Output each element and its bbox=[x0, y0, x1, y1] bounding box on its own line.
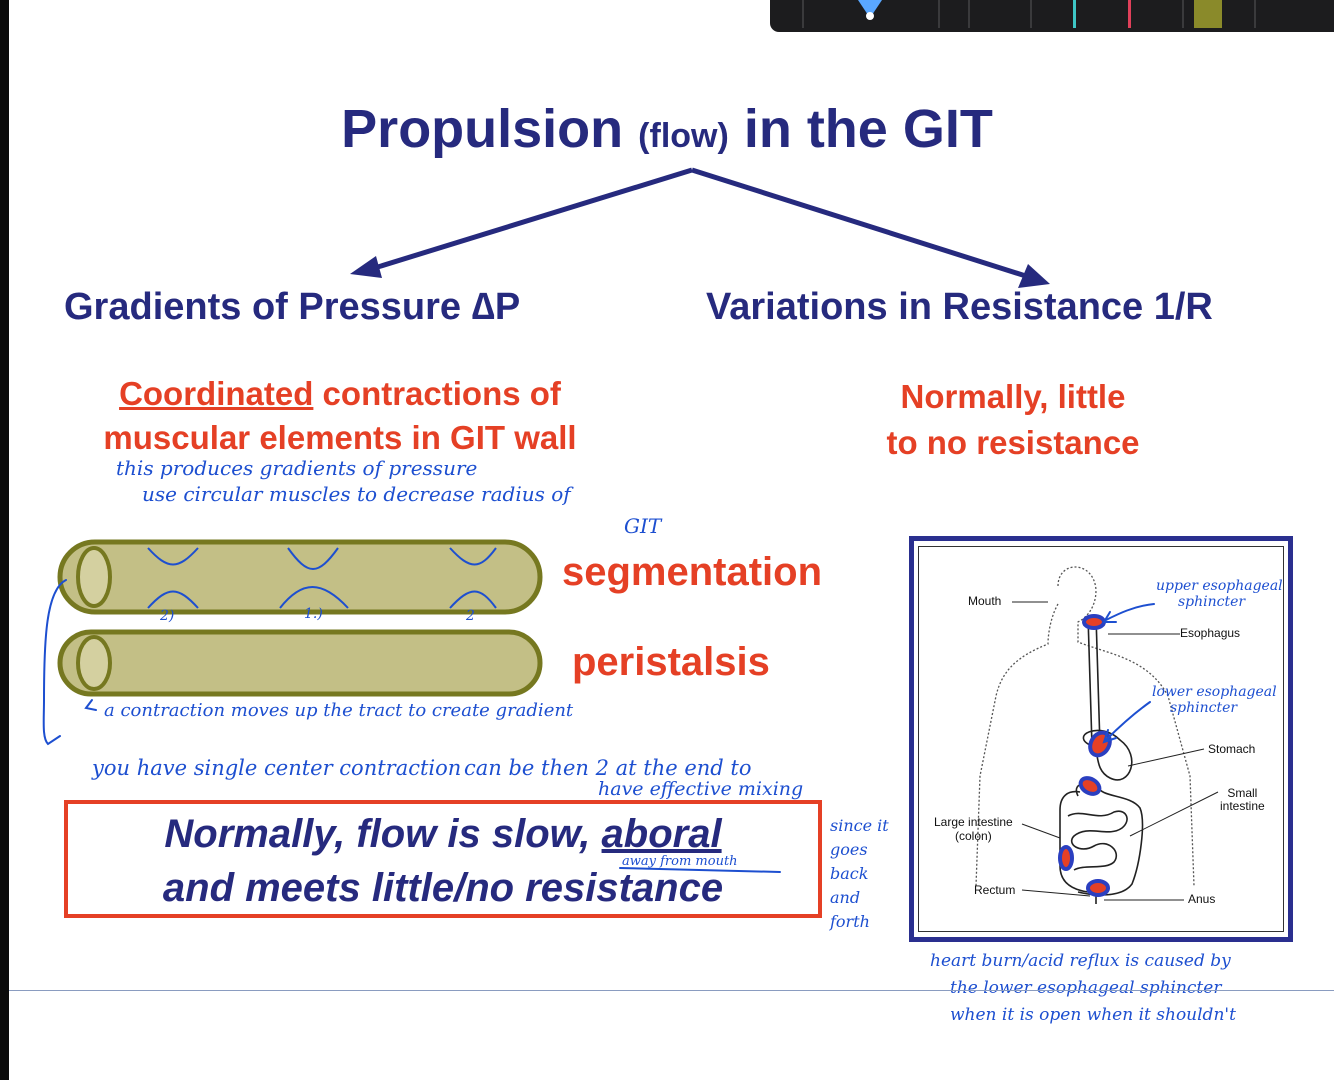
left-heading: Gradients of Pressure ∆P bbox=[64, 286, 521, 328]
segmentation-tube bbox=[57, 539, 543, 615]
ink-upper-arrowhead bbox=[1102, 611, 1117, 623]
peristalsis-label: peristalsis bbox=[572, 640, 770, 684]
label-small-intestine-1: Small bbox=[1227, 786, 1258, 800]
note-side-3: back bbox=[830, 864, 869, 883]
label-rectum: Rectum bbox=[974, 883, 1016, 897]
segmentation-label: segmentation bbox=[562, 550, 823, 594]
arrowhead-left bbox=[350, 256, 382, 278]
note-marker-b: 1.) bbox=[304, 606, 323, 622]
label-large-intestine-2: (colon) bbox=[955, 829, 992, 843]
ink-lower-arrow bbox=[1105, 701, 1151, 741]
summary-box bbox=[64, 800, 822, 918]
left-desc-underlined: Coordinated bbox=[119, 375, 314, 412]
note-circular-muscles: use circular muscles to decrease radius … bbox=[142, 482, 571, 506]
pen-nib-icon bbox=[866, 12, 874, 20]
ink-aboral-underline bbox=[619, 867, 781, 873]
note-side: since it goes back and forth bbox=[830, 814, 889, 934]
label-leader-lines bbox=[1012, 601, 1219, 901]
right-desc-line-2: to no resistance bbox=[886, 424, 1140, 461]
sphincter-markers bbox=[1058, 614, 1112, 897]
peristalsis-tube bbox=[57, 629, 543, 697]
note-upper-1: upper esophageal bbox=[1156, 578, 1283, 594]
right-description: Normally, little to no resistance bbox=[840, 374, 1186, 466]
note-git: GIT bbox=[624, 514, 662, 538]
left-desc-rest-1: contractions of bbox=[313, 375, 561, 412]
note-bottom-2: the lower esophageal sphincter bbox=[950, 978, 1222, 998]
note-bottom-3: when it is open when it shouldn't bbox=[950, 1005, 1236, 1025]
note-side-5: forth bbox=[830, 912, 870, 931]
label-mouth: Mouth bbox=[968, 594, 1002, 608]
note-lower-1: lower esophageal bbox=[1152, 684, 1277, 700]
note-segmentation-3: have effective mixing bbox=[598, 778, 804, 800]
color-swatch-olive[interactable] bbox=[1194, 0, 1222, 28]
left-edge-bar bbox=[0, 0, 9, 1080]
label-esophagus: Esophagus bbox=[1180, 626, 1241, 640]
toolbar-slot bbox=[1030, 0, 1032, 28]
note-aboral: away from mouth bbox=[622, 854, 738, 869]
toolbar-slot bbox=[1254, 0, 1256, 28]
slide-title: Propulsion (flow) in the GIT bbox=[0, 94, 1334, 171]
ink-lower-arrowhead bbox=[1102, 729, 1117, 744]
title-main: Propulsion bbox=[341, 99, 624, 159]
gut-tubes-diagram bbox=[57, 539, 543, 697]
ink-upper-arrow bbox=[1105, 603, 1155, 621]
digestive-figure-inner bbox=[918, 546, 1284, 932]
color-swatch-red[interactable] bbox=[1128, 0, 1131, 28]
note-segmentation-1: you have single center contraction bbox=[92, 756, 462, 780]
note-side-4: and bbox=[830, 888, 861, 907]
left-desc-line-2: muscular elements in GIT wall bbox=[103, 419, 577, 456]
toolbar-slot bbox=[802, 0, 804, 28]
note-upper-2: sphincter bbox=[1178, 594, 1246, 610]
left-description: Coordinated contractions of muscular ele… bbox=[0, 372, 680, 460]
summary-aboral: aboral bbox=[601, 812, 722, 856]
label-small-intestine-2: intestine bbox=[1220, 799, 1265, 813]
pen-tool-icon[interactable] bbox=[858, 0, 882, 18]
title-rest: in the GIT bbox=[743, 99, 993, 159]
note-bottom-1: heart burn/acid reflux is caused by bbox=[930, 951, 1231, 971]
label-stomach: Stomach bbox=[1208, 742, 1256, 756]
note-side-2: goes bbox=[830, 840, 868, 859]
label-large-intestine: Large intestine(colon) bbox=[934, 815, 1013, 843]
arrowhead-right bbox=[1018, 264, 1050, 288]
color-swatch-cyan[interactable] bbox=[1073, 0, 1076, 28]
ink-hook bbox=[84, 699, 97, 711]
note-marker-a: 2) bbox=[160, 608, 175, 624]
split-arrow bbox=[367, 167, 1033, 281]
toolbar-slot bbox=[938, 0, 940, 28]
note-marker-c: 2 bbox=[466, 608, 475, 624]
note-lower-sphincter: lower esophageal sphincter bbox=[1152, 684, 1277, 716]
note-upper-sphincter: upper esophageal sphincter bbox=[1156, 578, 1283, 610]
right-desc-line-1: Normally, little bbox=[900, 378, 1126, 415]
label-large-intestine-1: Large intestine bbox=[934, 815, 1013, 829]
summary-prefix: Normally, flow is slow, bbox=[164, 812, 602, 856]
ink-bracket bbox=[42, 579, 67, 746]
digestive-system-illustration bbox=[975, 566, 1219, 904]
label-anus: Anus bbox=[1188, 892, 1216, 906]
digestive-figure-frame bbox=[909, 536, 1293, 942]
note-lower-2: sphincter bbox=[1170, 700, 1238, 716]
right-heading: Variations in Resistance 1/R bbox=[706, 286, 1213, 328]
note-side-1: since it bbox=[830, 816, 889, 835]
note-peristalsis: a contraction moves up the tract to crea… bbox=[104, 700, 574, 721]
drawing-toolbar[interactable] bbox=[770, 0, 1334, 32]
toolbar-slot bbox=[968, 0, 970, 28]
toolbar-slot bbox=[1182, 0, 1184, 28]
title-paren: (flow) bbox=[638, 117, 729, 155]
note-heartburn: heart burn/acid reflux is caused by the … bbox=[930, 948, 1236, 1029]
page-divider-line bbox=[9, 990, 1334, 991]
note-segmentation-2: can be then 2 at the end to bbox=[464, 756, 752, 780]
summary-line-1: Normally, flow is slow, aboral bbox=[64, 812, 822, 857]
summary-line-2: and meets little/no resistance bbox=[162, 866, 724, 910]
note-gradients: this produces gradients of pressure bbox=[116, 456, 478, 480]
